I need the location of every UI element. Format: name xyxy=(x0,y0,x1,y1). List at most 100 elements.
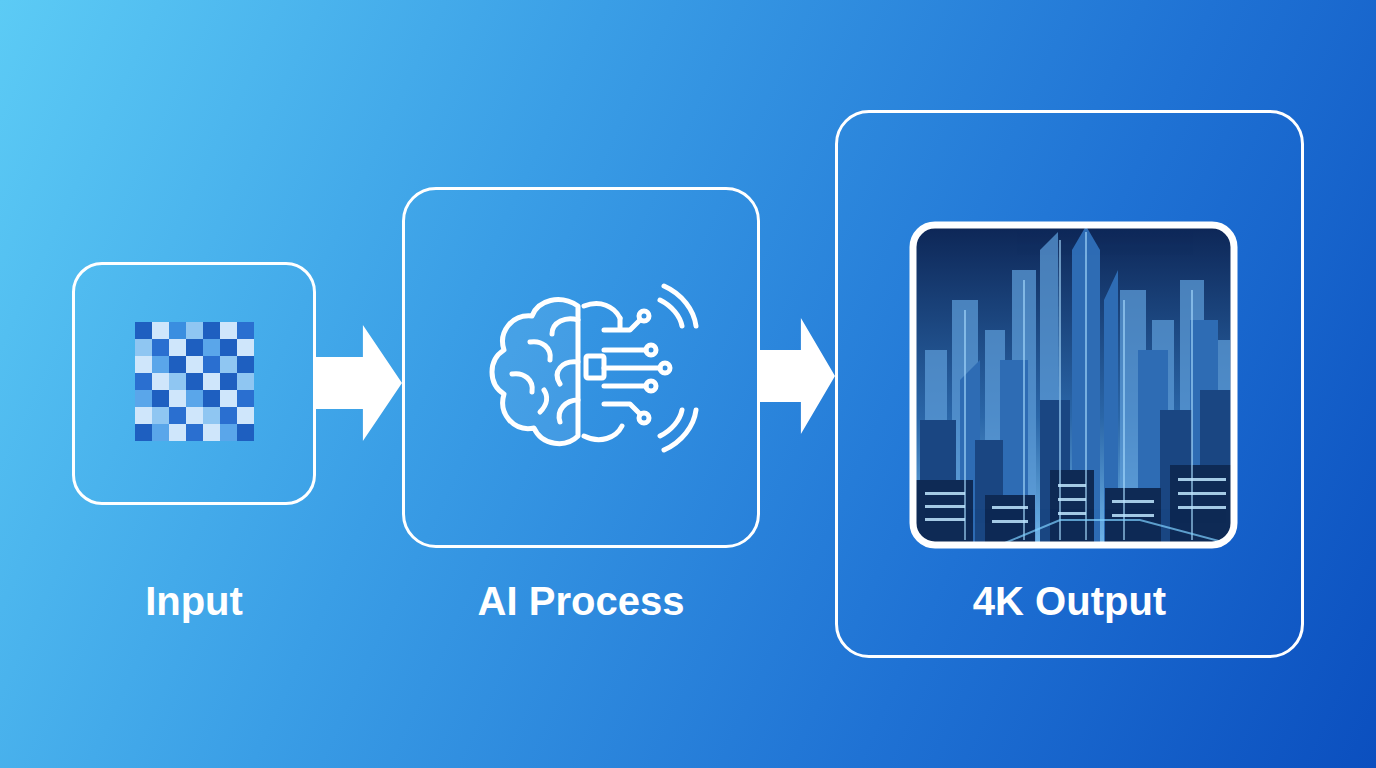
city-image-part-part xyxy=(925,505,965,508)
flow-arrow xyxy=(760,318,835,434)
pixel-grid-part xyxy=(169,424,186,441)
city-image-part-part xyxy=(1058,498,1086,501)
pixel-grid-part xyxy=(220,407,237,424)
city-image-part-part xyxy=(1058,512,1086,515)
brain-icon-part xyxy=(646,345,656,355)
pixel-grid-part xyxy=(220,339,237,356)
city-image-part-part xyxy=(1085,232,1087,540)
pixel-grid-part xyxy=(186,322,203,339)
pixel-grid-part xyxy=(135,407,152,424)
process-box: AI Process xyxy=(402,187,760,548)
pixel-grid-part xyxy=(237,390,254,407)
box-label: 4K Output xyxy=(973,576,1166,626)
pixel-grid-part xyxy=(220,356,237,373)
pixel-grid-part xyxy=(186,373,203,390)
city-image-part-part xyxy=(1112,500,1154,503)
pixel-grid-part xyxy=(169,373,186,390)
city-image-part-part xyxy=(985,495,1035,545)
city-image-part-part xyxy=(925,518,965,521)
brain-icon-part xyxy=(660,363,670,373)
pixel-grid-part xyxy=(135,390,152,407)
pixel-grid-part xyxy=(169,339,186,356)
pixel-grid-part xyxy=(237,322,254,339)
brain-icon-part xyxy=(586,356,604,378)
city-image-part-part xyxy=(992,520,1028,523)
brain-icon-part xyxy=(604,318,660,414)
city-image-part-part xyxy=(1105,488,1161,545)
pixel-grid-part xyxy=(220,373,237,390)
city-image-part-part xyxy=(1191,290,1193,540)
city-image-part xyxy=(913,465,1234,545)
box-label: AI Process xyxy=(478,576,685,626)
brain-icon-part xyxy=(639,413,649,423)
pixel-grid-part xyxy=(237,356,254,373)
pixel-grid-part xyxy=(203,356,220,373)
city-image-part-part xyxy=(1178,506,1226,509)
pixel-grid-part xyxy=(220,322,237,339)
pixel-grid-part xyxy=(186,356,203,373)
pixel-grid-part xyxy=(152,339,169,356)
pixel-grid-part xyxy=(203,390,220,407)
city-image-part-part xyxy=(925,492,965,495)
city-image xyxy=(913,225,1234,545)
process-box: 4K Output xyxy=(835,110,1304,658)
city-image-part-part xyxy=(992,506,1028,509)
city-image-part-part xyxy=(1023,280,1025,540)
pixel-grid-part xyxy=(203,339,220,356)
pixel-grid-part xyxy=(203,322,220,339)
pixel-grid xyxy=(135,322,254,441)
pixel-grid-part xyxy=(169,322,186,339)
pixel-grid-part xyxy=(237,424,254,441)
city-image-part-part xyxy=(1123,300,1125,540)
brain-icon xyxy=(492,286,696,450)
pixel-grid-part xyxy=(203,424,220,441)
pixel-grid-part xyxy=(152,373,169,390)
pixel-grid-part xyxy=(169,407,186,424)
city-image-part xyxy=(925,478,1226,523)
pixel-grid-part xyxy=(237,373,254,390)
pixel-grid-part xyxy=(237,407,254,424)
brain-icon-part xyxy=(492,300,578,444)
pixel-grid-part xyxy=(220,390,237,407)
pixel-grid-part xyxy=(135,322,152,339)
pixel-grid-part xyxy=(186,390,203,407)
city-image-part-part xyxy=(913,480,973,545)
city-image-part-part xyxy=(1059,240,1061,540)
pixel-grid-part xyxy=(135,339,152,356)
pixel-grid-part xyxy=(135,424,152,441)
brain-icon-part xyxy=(512,319,578,422)
box-label: Input xyxy=(145,576,243,626)
process-box: Input xyxy=(72,262,316,505)
city-image-part-part xyxy=(1178,478,1226,481)
pixel-grid-part xyxy=(186,424,203,441)
city-image-part-part xyxy=(1058,484,1086,487)
pixel-grid-part xyxy=(203,373,220,390)
pixel-grid-part xyxy=(220,424,237,441)
pixel-grid-part xyxy=(135,356,152,373)
pixel-grid-part xyxy=(169,356,186,373)
pixel-grid-part xyxy=(203,407,220,424)
pixel-grid-part xyxy=(186,339,203,356)
image-frame xyxy=(913,225,1234,545)
pixel-grid-part xyxy=(152,407,169,424)
flow-arrow xyxy=(316,325,402,441)
pixel-grid-part xyxy=(152,356,169,373)
pixel-grid-part xyxy=(186,407,203,424)
brain-icon-part xyxy=(584,304,622,440)
city-image-part-part xyxy=(1112,514,1154,517)
pixel-grid-part xyxy=(135,373,152,390)
city-image-part-part xyxy=(1178,492,1226,495)
city-image-part xyxy=(1000,520,1234,545)
city-image-part-part xyxy=(1050,470,1094,545)
city-image-part-part xyxy=(1170,465,1234,545)
brain-icon-part xyxy=(646,381,656,391)
pixel-grid-part xyxy=(152,424,169,441)
pixel-grid-part xyxy=(169,390,186,407)
pixel-grid-part xyxy=(152,390,169,407)
brain-icon-part xyxy=(639,311,649,321)
pixel-grid-part xyxy=(237,339,254,356)
brain-icon-part xyxy=(660,286,696,450)
pixel-grid-part xyxy=(152,322,169,339)
